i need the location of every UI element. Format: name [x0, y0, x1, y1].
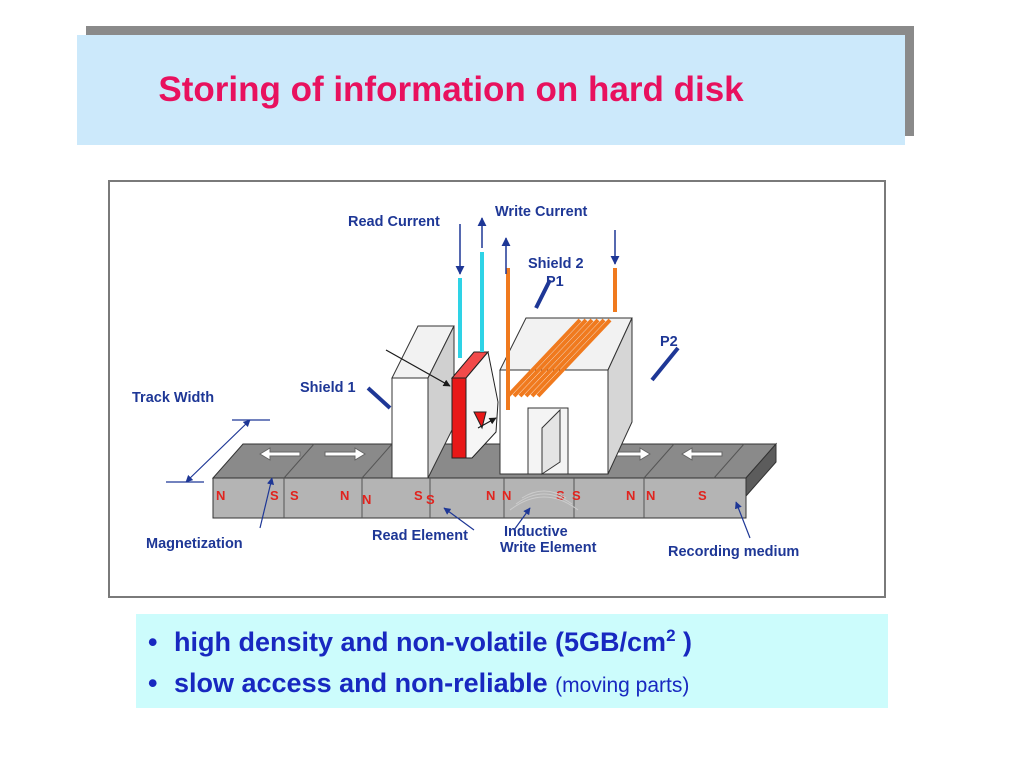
pole-label: N [362, 492, 371, 507]
label-p1: P1 [546, 274, 564, 290]
label-write-element: Write Element [500, 540, 597, 556]
label-inductive: Inductive [504, 524, 568, 540]
bullet-item: •high density and non-volatile (5GB/cm2 … [148, 626, 692, 658]
bullet-list: •high density and non-volatile (5GB/cm2 … [136, 614, 888, 708]
label-shield-2: Shield 2 [528, 256, 584, 272]
shield-1-block [391, 325, 455, 479]
bullet-text: slow access and non-reliable [174, 668, 548, 698]
pole-label: N [486, 488, 495, 503]
pole-label: N [646, 488, 655, 503]
pole-label: S [698, 488, 707, 503]
bullet-item: • slow access and non-reliable (moving pa… [148, 668, 689, 699]
magnetization-arrows [259, 447, 723, 461]
bullet-dot: • [148, 627, 158, 657]
hard-disk-head-diagram: N S S N N S S N N S S N N S [108, 180, 886, 598]
bullet-note: (moving parts) [555, 674, 690, 697]
pointer-lines [259, 279, 751, 539]
pole-label: N [216, 488, 225, 503]
pole-label: S [414, 488, 423, 503]
read-element [450, 350, 499, 459]
pole-labels: N S S N N S S N N S S N N S [216, 488, 707, 507]
pole-label: S [270, 488, 279, 503]
read-current-leads [455, 217, 487, 358]
bullet-text: high density and non-volatile (5GB/cm [174, 627, 667, 657]
label-read-current: Read Current [348, 214, 440, 230]
pole-label: N [502, 488, 511, 503]
label-p2: P2 [660, 334, 678, 350]
label-read-element: Read Element [372, 528, 468, 544]
bullet-superscript: 2 [666, 626, 676, 645]
write-coil [501, 230, 620, 410]
pole-label: S [556, 488, 565, 503]
write-field-lines [509, 490, 579, 511]
label-recording-medium: Recording medium [668, 544, 799, 560]
label-write-current: Write Current [495, 204, 588, 220]
diagram-canvas: N S S N N S S N N S S N N S [132, 204, 799, 560]
title-banner: Storing of information on hard disk [77, 35, 905, 145]
pole-label: N [340, 488, 349, 503]
pole-label: S [572, 488, 581, 503]
page-title: Storing of information on hard disk [158, 70, 744, 109]
label-track-width: Track Width [132, 390, 214, 406]
label-magnetization: Magnetization [146, 536, 243, 552]
pole-label: N [626, 488, 635, 503]
pole-label: S [290, 488, 299, 503]
bullet-dot: • [148, 668, 158, 698]
pole-label: S [426, 492, 435, 507]
label-shield-1: Shield 1 [300, 380, 356, 396]
bullet-closing-paren: ) [683, 627, 693, 657]
track-width-dimension [166, 419, 270, 483]
